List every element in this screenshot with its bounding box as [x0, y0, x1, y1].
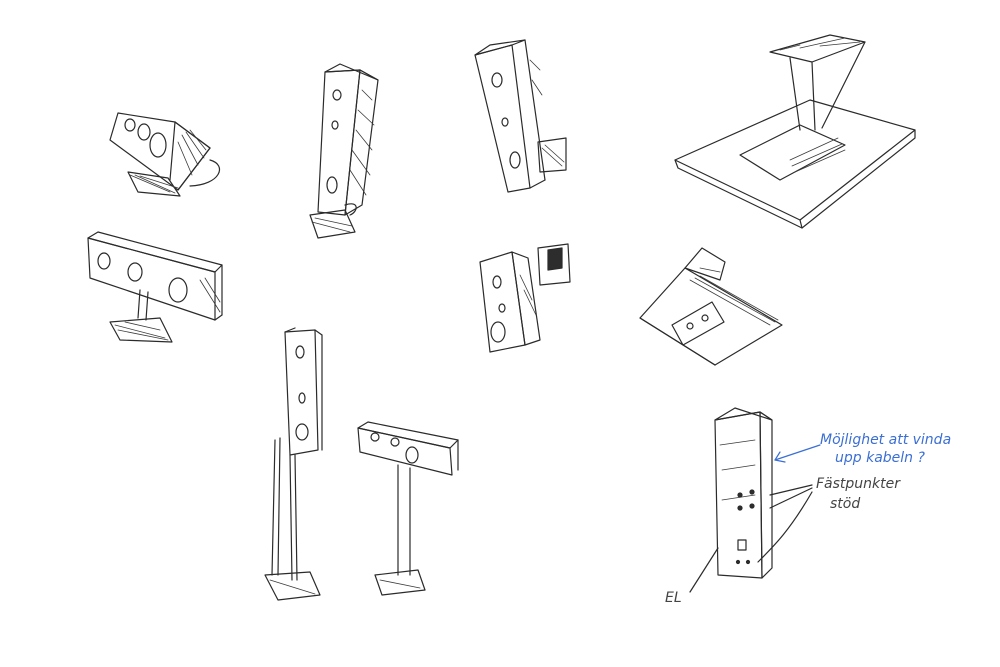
- sketch-annotated-tower: [714, 407, 773, 579]
- sketch-angled-speaker-small: [109, 112, 221, 197]
- sketch-tall-tower-tilted: [309, 63, 379, 239]
- sketch-horizontal-speaker-bar: [87, 231, 223, 343]
- sketch-platform-display: [674, 34, 916, 229]
- cable-note-line-1: Möjlighet att vinda: [820, 432, 951, 448]
- sketch-wall-angled-speaker: [479, 243, 571, 353]
- sketch-wall-tower-tilted: [474, 39, 567, 193]
- mount-note-line-2: stöd: [830, 496, 860, 512]
- sketch-ceiling-display: [639, 247, 783, 366]
- cable-note-arrow: [774, 444, 821, 463]
- mount-note-arrows: [689, 484, 813, 593]
- sketch-horizontal-speaker-stand: [357, 421, 459, 596]
- power-label: EL: [665, 590, 682, 606]
- mount-note-line-1: Fästpunkter: [816, 476, 901, 492]
- sketch-column-speaker-stand: [264, 327, 323, 601]
- cable-note-line-2: upp kabeln ?: [835, 450, 925, 466]
